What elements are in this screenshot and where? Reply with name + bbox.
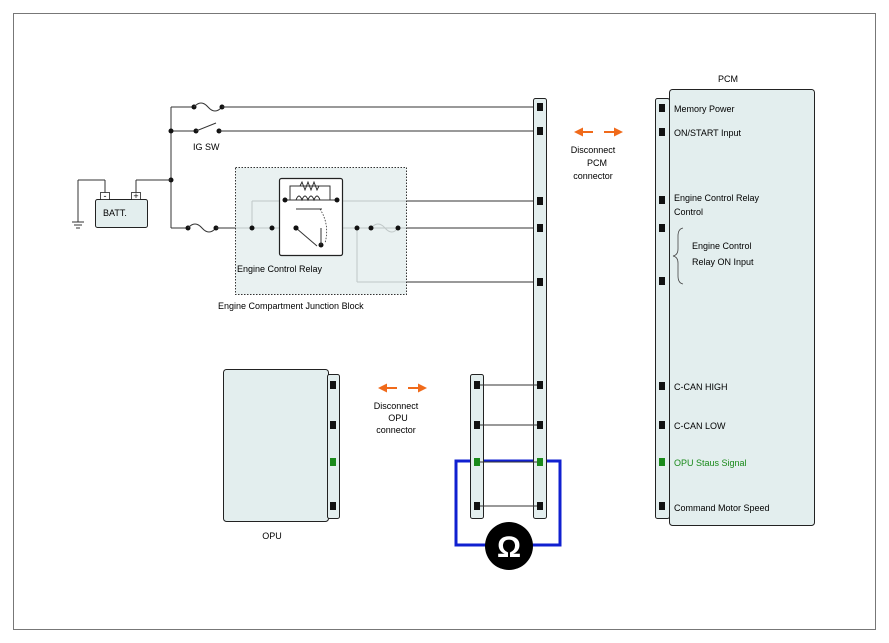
harness-pin-1: [537, 103, 543, 111]
pcm-can-high-label: C-CAN HIGH: [674, 382, 728, 392]
relay-on-input-brace: [672, 227, 684, 285]
disconnect-pcm-text-3: connector: [573, 171, 613, 181]
relay-resistor: [299, 180, 320, 192]
opu-harness-pin-2: [474, 421, 480, 429]
pcm-pin-relay-on-1: [659, 224, 665, 232]
opu-harness-pin-1: [474, 381, 480, 389]
disconnect-pcm-text-1: Disconnect: [571, 145, 616, 155]
pcm-pin-can-high: [659, 382, 665, 390]
battery-minus-sign: -: [104, 191, 107, 201]
harness-pin-3: [537, 197, 543, 205]
opu-pin-2: [330, 421, 336, 429]
harness-pin-7: [537, 421, 543, 429]
pcm-pin-motor-speed: [659, 502, 665, 510]
pcm-harness-strip: [533, 98, 547, 519]
pcm-relay-on-label-2: Relay ON Input: [692, 257, 754, 267]
pcm-label: PCM: [718, 74, 738, 84]
ig-sw-label: IG SW: [193, 142, 220, 152]
opu-connector-strip: [327, 374, 340, 519]
pcm-on-start-label: ON/START Input: [674, 128, 742, 138]
opu-module: OPU: [223, 369, 340, 541]
pcm-relay-on-label-1: Engine Control: [692, 241, 752, 251]
opu-pcm-wiring: [480, 384, 537, 507]
pcm-can-low-label: C-CAN LOW: [674, 421, 726, 431]
disconnect-opu-text-3: connector: [376, 425, 416, 435]
relay-label: Engine Control Relay: [237, 264, 323, 274]
opu-harness-pin-3: [474, 458, 480, 466]
battery-plus-sign: +: [133, 191, 138, 201]
battery-body: [95, 199, 148, 228]
harness-pin-8: [537, 458, 543, 466]
ohm-symbol: Ω: [497, 531, 521, 564]
relay-coil: [295, 195, 321, 202]
wire-junctions: [249, 225, 401, 231]
junction-block: Engine Control Relay: [235, 167, 407, 295]
pcm-connector-strip: [655, 98, 670, 519]
harness-pin-4: [537, 224, 543, 232]
pcm-body: [669, 89, 815, 526]
pcm-motor-speed-label: Command Motor Speed: [674, 503, 770, 513]
pcm-relay-control-label-2: Control: [674, 207, 703, 217]
opu-pin-4: [330, 502, 336, 510]
disconnect-pcm-text-2: PCM: [587, 158, 607, 168]
pcm-pin-opu-status: [659, 458, 665, 466]
ohmmeter: Ω: [485, 522, 533, 570]
junction-block-label: Engine Compartment Junction Block: [218, 301, 364, 311]
opu-harness-pin-4: [474, 502, 480, 510]
harness-pin-6: [537, 381, 543, 389]
pcm-pin-memory-power: [659, 104, 665, 112]
battery: - + BATT.: [95, 191, 148, 228]
disconnect-opu-text-1: Disconnect: [374, 401, 419, 411]
pcm-pin-relay-on-2: [659, 277, 665, 285]
pcm-relay-control-label-1: Engine Control Relay: [674, 193, 760, 203]
battery-label: BATT.: [103, 208, 127, 218]
disconnect-opu-arrow: [378, 383, 427, 393]
pcm-harness-connector: [533, 98, 547, 519]
battery-negative-terminal: [100, 192, 110, 200]
disconnect-opu-text-2: OPU: [388, 413, 408, 423]
battery-positive-terminal: [131, 192, 141, 200]
pcm-pin-relay-control: [659, 196, 665, 204]
opu-harness-strip: [470, 374, 484, 519]
opu-label: OPU: [262, 531, 282, 541]
opu-harness-connector: [470, 374, 484, 519]
opu-pin-3: [330, 458, 336, 466]
harness-pin-2: [537, 127, 543, 135]
pcm-pin-on-start: [659, 128, 665, 136]
disconnect-pcm-arrow: [574, 127, 623, 137]
harness-pin-9: [537, 502, 543, 510]
ohmmeter-circle: [485, 522, 533, 570]
relay-box: [278, 177, 344, 257]
pcm-pin-can-low: [659, 421, 665, 429]
opu-pin-1: [330, 381, 336, 389]
pcm-opu-status-label: OPU Staus Signal: [674, 458, 747, 468]
harness-pin-5: [537, 278, 543, 286]
opu-body: [223, 369, 329, 522]
pcm-memory-power-label: Memory Power: [674, 104, 735, 114]
pcm-module: PCM Memory Power ON/START Input Engine C…: [655, 74, 815, 526]
